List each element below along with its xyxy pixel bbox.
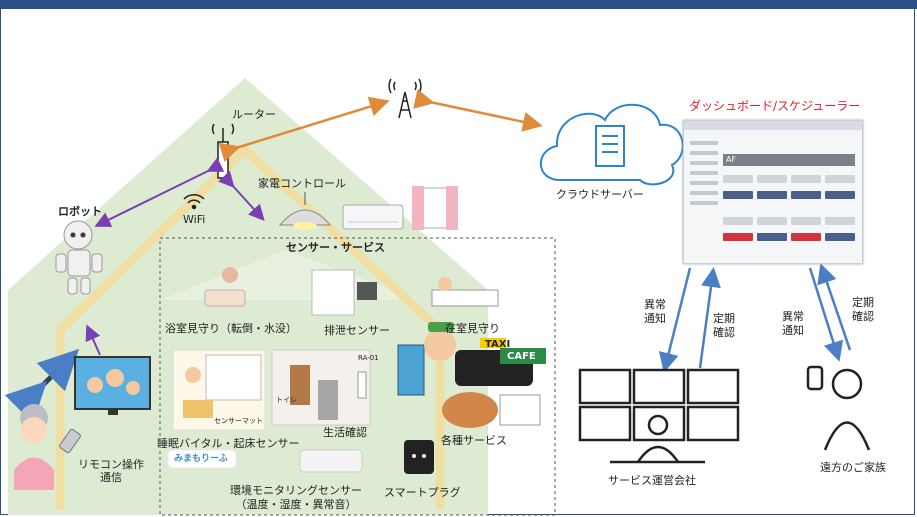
life-check-room-icon [271, 349, 371, 426]
smart-plug-label: スマートプラグ [384, 486, 461, 499]
operator-person-icon [610, 414, 705, 464]
cloud-server-icon [539, 103, 684, 186]
dashboard-screenshot: AF [683, 120, 863, 264]
sleep-sensor-photo [172, 349, 266, 431]
router-label: ルーター [232, 108, 276, 121]
operator-periodic-label: 定期 [713, 312, 735, 325]
operator-alert-arrow [658, 267, 692, 373]
family-notice-label: 通知 [782, 324, 804, 337]
toilet-sign: トイレ [276, 396, 297, 404]
bathroom-icon [204, 267, 246, 307]
tv-robot-arrow [85, 324, 101, 356]
services-label: 各種サービス [441, 434, 507, 447]
device-id-label: RA-01 [358, 354, 379, 362]
smart-plug-icon [404, 440, 434, 474]
family-alert-arrow [808, 267, 844, 362]
robot-label: ロボット [58, 205, 102, 218]
router-home-arrow [218, 170, 265, 221]
excretion-label: 排泄センサー [324, 324, 390, 337]
operator-check-arrow [698, 267, 721, 369]
operator-notice-label: 通知 [644, 312, 666, 325]
services-cluster-icon [397, 322, 546, 428]
operator-label: サービス運営会社 [608, 474, 696, 487]
bed-presence-icon [431, 277, 499, 307]
family-confirm-label: 確認 [852, 310, 874, 323]
curtain-icon [412, 186, 458, 230]
mimamori-logo [167, 449, 237, 469]
presence-label: 在室見守り [445, 322, 500, 335]
taxi-sign: TAXI [485, 339, 511, 350]
tower-cloud-arrow [413, 89, 543, 132]
sensor-service-title: センサー・サービス [286, 241, 385, 254]
env-label-line2: （温度・湿度・異常音） [235, 498, 357, 511]
life-check-label: 生活確認 [323, 426, 367, 439]
sensor-mat-caption: センサーマット [214, 417, 263, 425]
robot-icon [55, 220, 103, 295]
bath-label: 浴室見守り（転倒・水没） [165, 322, 297, 335]
mimamori-logo-text: みまもりーふ [174, 454, 228, 464]
excretion-sensor-icon [311, 269, 377, 316]
operator-anomaly-label: 異常 [644, 298, 666, 311]
family-anomaly-label: 異常 [782, 310, 804, 323]
inner-house-shape [160, 250, 420, 300]
dashboard-heading: AF [723, 154, 855, 166]
home-control-label: 家電コントロール [258, 177, 346, 190]
router-tower-arrow [218, 96, 390, 162]
family-periodic-label: 定期 [852, 296, 874, 309]
tv-family-icon [74, 356, 151, 415]
cloud-server-label: クラウドサーバー [556, 188, 644, 201]
top-border-bar [0, 0, 917, 9]
environment-sensor-icon [299, 449, 363, 473]
dashboard-label: ダッシュボード/スケジューラー [689, 99, 861, 113]
family-label: 遠方のご家族 [820, 461, 886, 474]
operator-monitor-wall [578, 368, 740, 442]
sleep-label: 睡眠バイタル・起床センサー [157, 437, 300, 450]
operator-confirm-label: 確認 [713, 326, 735, 339]
family-person-icon [806, 365, 871, 451]
air-conditioner-icon [342, 204, 404, 230]
wifi-label: WiFi [183, 213, 206, 226]
antenna-tower-icon [388, 78, 422, 119]
remote-label-line1: リモコン操作 [78, 458, 144, 471]
family-check-arrow [817, 263, 852, 351]
ceiling-lamp-icon [278, 192, 332, 230]
user-tv-arrow [4, 348, 80, 424]
cafe-sign: CAFE [507, 351, 536, 362]
remote-control-icon [59, 428, 81, 454]
router-robot-arrow [94, 157, 225, 227]
env-label-line1: 環境モニタリングセンサー [230, 484, 362, 497]
remote-label-line2: 通信 [100, 471, 122, 484]
elderly-woman-icon [14, 404, 54, 490]
